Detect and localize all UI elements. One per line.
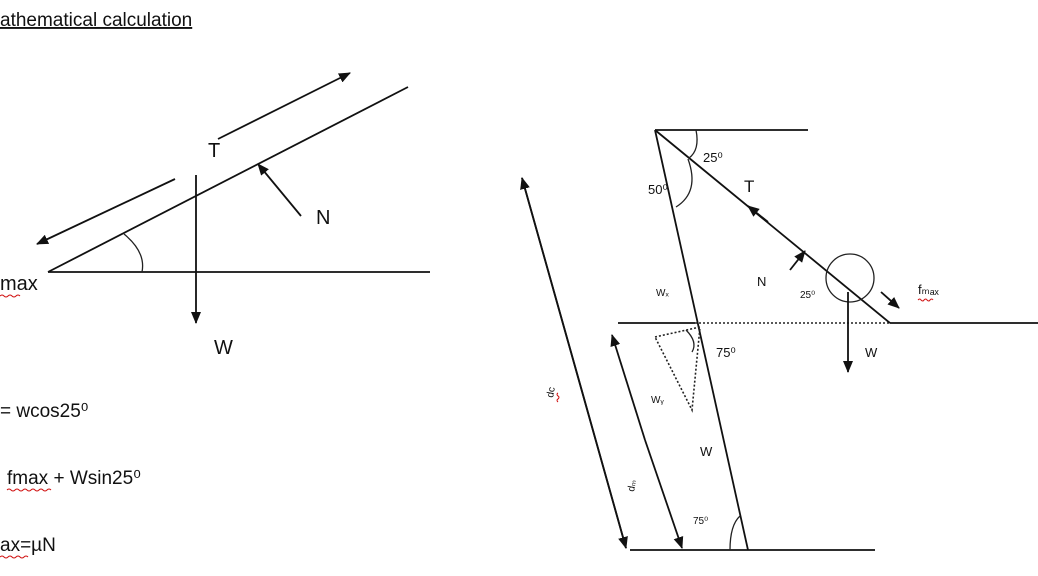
dc-label: dc	[545, 386, 558, 398]
angle-arc-bottom	[729, 515, 741, 551]
fmax-label-right: fₘₐₓ	[918, 282, 940, 297]
spell-squiggle	[917, 298, 934, 302]
dm-arrow-head-bottom	[644, 439, 684, 549]
normal-label: N	[316, 207, 330, 229]
angle-25-top-label: 25⁰	[703, 150, 723, 165]
angle-25-mid-label: 25⁰	[800, 290, 815, 301]
angle-75-bottom-label: 75⁰	[693, 516, 708, 527]
object-circle	[825, 253, 875, 303]
incline-angle-arc	[123, 233, 144, 273]
tension-diagonal	[654, 129, 891, 324]
equation-2-term-wsin: + Wsin25⁰	[48, 468, 141, 489]
wy-label: Wᵧ	[651, 395, 664, 406]
equation-2: fmax + Wsin25⁰	[7, 468, 141, 489]
normal-force-arrow	[789, 250, 806, 271]
equation-3: ax=µN	[0, 535, 56, 556]
spell-squiggle	[0, 294, 21, 298]
dm-arrow-head-top	[610, 334, 646, 441]
tension-label-right: T	[744, 177, 754, 196]
angle-50-label: 50⁰	[648, 182, 668, 197]
equations-block: = wcos25⁰ fmax + Wsin25⁰ ax=µN	[0, 401, 141, 559]
spell-squiggle	[0, 555, 29, 559]
normal-arrow	[257, 163, 302, 217]
left-incline-diagram: T N W max	[0, 72, 430, 359]
incline-line	[47, 86, 409, 273]
angle-75-label: 75⁰	[716, 345, 736, 360]
fmax-label: max	[0, 273, 38, 295]
dc-arrow-head-top	[520, 177, 581, 385]
right-vector-diagram: 25⁰ 50⁰ T N 25⁰ fₘₐₓ W Wₓ 75⁰ Wᵧ W 75⁰ d…	[520, 129, 1038, 551]
section-heading: athematical calculation	[0, 10, 192, 31]
weight-label: W	[214, 337, 233, 359]
angle-arc-left	[675, 158, 693, 208]
normal-label-right: N	[757, 274, 766, 289]
tension-label: T	[208, 140, 220, 162]
equation-2-term-fmax: fmax	[7, 468, 49, 489]
dm-label: dₘ	[626, 479, 639, 493]
friction-arrow-right	[880, 291, 900, 309]
dc-arrow-head-bottom	[579, 383, 628, 549]
spell-squiggle	[556, 392, 560, 403]
tension-direction-arrow	[747, 205, 769, 223]
weight-small-label: W	[865, 345, 878, 360]
wx-label: Wₓ	[656, 288, 669, 299]
angle-arc-75	[685, 329, 695, 353]
angle-arc-top	[688, 129, 698, 159]
friction-arrow	[36, 178, 176, 245]
weight-resultant-line	[654, 129, 749, 551]
spell-squiggle	[6, 488, 52, 492]
tension-arrow	[217, 72, 351, 140]
equation-1: = wcos25⁰	[0, 401, 88, 422]
weight-resultant-label: W	[700, 444, 713, 459]
